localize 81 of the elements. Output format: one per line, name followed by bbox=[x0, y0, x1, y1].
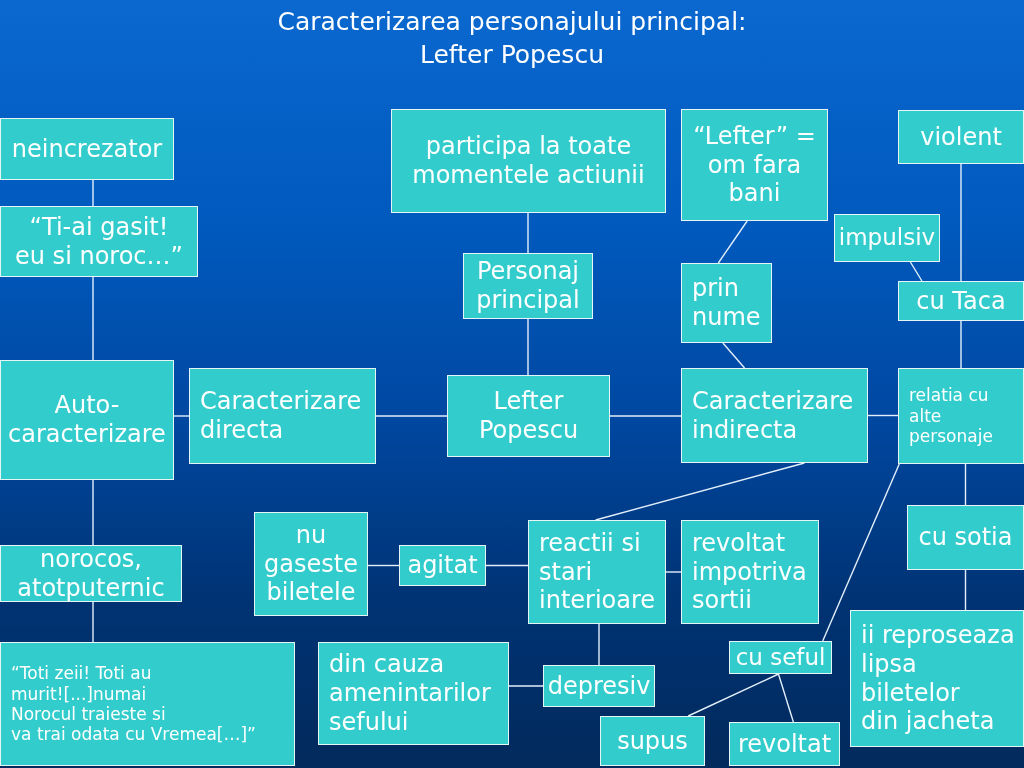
concept-box bbox=[0, 642, 295, 766]
node-text: revoltat bbox=[737, 729, 832, 759]
concept-box bbox=[681, 263, 772, 343]
connector-line bbox=[960, 320, 962, 369]
connector-line bbox=[173, 415, 190, 417]
concept-box bbox=[681, 368, 868, 463]
node-text: “Toti zeii! Toti au murit![...]numai Norocul traieste si va trai odata cu Vremea[…]” bbox=[11, 663, 256, 745]
connector-line bbox=[594, 462, 806, 521]
concept-box bbox=[0, 545, 182, 602]
node-text: ii reproseaza lipsa biletelor din jacheta bbox=[861, 620, 1015, 737]
node-text: reactii si stari interioare bbox=[539, 528, 657, 616]
node-text: agitat bbox=[407, 551, 478, 580]
node-text: din cauza amenintarilor sefului bbox=[329, 650, 492, 737]
concept-box bbox=[0, 206, 198, 277]
node-text: “Lefter” = om fara bani bbox=[692, 121, 817, 209]
concept-box bbox=[399, 545, 486, 586]
node-text: revoltat impotriva sortii bbox=[692, 528, 808, 616]
concept-box bbox=[463, 253, 593, 319]
concept-box bbox=[254, 512, 368, 616]
concept-box bbox=[729, 722, 840, 766]
node-text: participa la toate momentele actiunii bbox=[411, 132, 646, 190]
connector-line bbox=[717, 220, 748, 264]
node-text: violent bbox=[920, 122, 1002, 152]
concept-box bbox=[681, 109, 828, 221]
node-text: Caracterizare directa bbox=[200, 387, 363, 445]
concept-box bbox=[600, 716, 705, 766]
connector-line bbox=[375, 415, 448, 417]
connector-line bbox=[527, 318, 529, 376]
connector-line bbox=[964, 569, 967, 611]
node-text: Personaj principal bbox=[475, 257, 581, 315]
concept-box bbox=[898, 110, 1024, 164]
connector-line bbox=[722, 342, 746, 369]
node-text: cu sotia bbox=[918, 523, 1013, 552]
concept-box bbox=[850, 610, 1024, 747]
concept-box bbox=[391, 109, 666, 213]
concept-box bbox=[898, 368, 1024, 464]
concept-box bbox=[318, 642, 509, 745]
node-text: Caracterizare indirecta bbox=[692, 386, 855, 445]
concept-box bbox=[189, 368, 376, 464]
connector-line bbox=[609, 415, 682, 417]
node-text: prin nume bbox=[692, 274, 762, 332]
connector-line bbox=[687, 673, 780, 717]
concept-box bbox=[0, 360, 174, 480]
connector-line bbox=[822, 463, 900, 642]
concept-box bbox=[681, 520, 819, 624]
node-text: Lefter Popescu bbox=[477, 387, 580, 445]
title: Caracterizarea personajului principal: Lefter Popescu bbox=[276, 6, 748, 71]
concept-box bbox=[907, 505, 1024, 570]
connector-line bbox=[964, 463, 967, 506]
node-text: Auto- caracterizare bbox=[7, 391, 167, 449]
node-text: cu Taca bbox=[916, 286, 1006, 316]
connector-line bbox=[92, 479, 94, 546]
connector-line bbox=[92, 276, 94, 361]
connector-line bbox=[960, 163, 962, 282]
connector-line bbox=[867, 414, 899, 417]
node-text: depresiv bbox=[547, 671, 651, 701]
connector-line bbox=[92, 601, 94, 643]
node-text: nu gaseste biletele bbox=[263, 520, 359, 608]
concept-box bbox=[834, 214, 940, 262]
node-text: cu seful bbox=[735, 643, 826, 672]
connector-line bbox=[777, 673, 795, 723]
concept-box bbox=[528, 520, 666, 624]
node-text: supus bbox=[617, 726, 688, 756]
node-text: neincrezator bbox=[11, 134, 163, 164]
node-text: impulsiv bbox=[838, 224, 936, 252]
connector-line bbox=[92, 179, 94, 207]
node-text: “Ti-ai gasit! eu si noroc…” bbox=[15, 212, 183, 271]
concept-box bbox=[898, 281, 1024, 321]
connector-line bbox=[367, 564, 400, 567]
node-text: relatia cu alte personaje bbox=[909, 385, 994, 447]
concept-box bbox=[0, 118, 174, 180]
connector-line bbox=[598, 623, 600, 666]
concept-box bbox=[447, 375, 610, 457]
connector-line bbox=[665, 571, 682, 573]
concept-box bbox=[543, 665, 655, 707]
connector-line bbox=[485, 564, 529, 567]
concept-box bbox=[729, 641, 832, 674]
connector-line bbox=[508, 685, 544, 687]
connector-line bbox=[527, 212, 529, 254]
connector-line bbox=[909, 261, 923, 282]
node-text: norocos, atotputernic bbox=[16, 544, 166, 603]
